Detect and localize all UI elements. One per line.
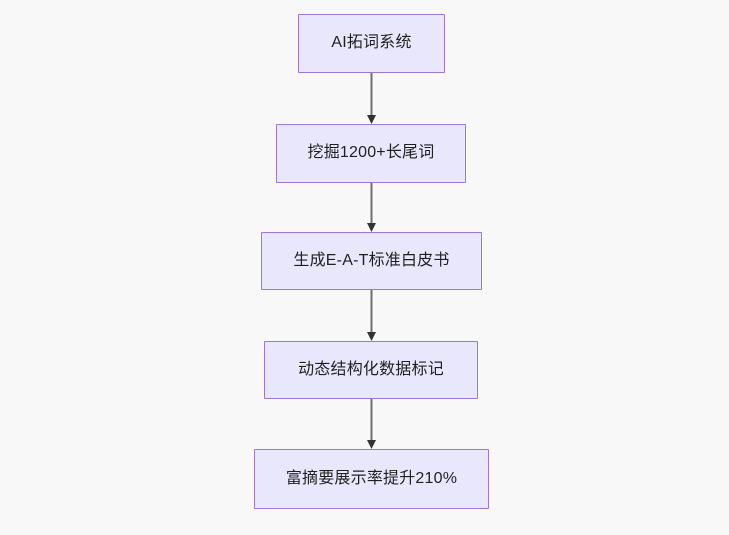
flow-node-longtail-mining[interactable]: 挖掘1200+长尾词 xyxy=(276,124,466,183)
flow-node-eat-whitepaper[interactable]: 生成E-A-T标准白皮书 xyxy=(261,232,482,290)
arrowhead-icon xyxy=(367,223,376,232)
flow-node-ai-keyword-system[interactable]: AI拓词系统 xyxy=(298,14,445,73)
edge-n2-n3 xyxy=(364,183,380,232)
flow-node-label: AI拓词系统 xyxy=(331,34,412,51)
flow-node-label: 富摘要展示率提升210% xyxy=(285,469,458,487)
arrowhead-icon xyxy=(367,332,376,341)
flow-node-rich-snippet-result[interactable]: 富摘要展示率提升210% xyxy=(254,449,489,509)
flow-node-label: 挖掘1200+长尾词 xyxy=(307,144,435,161)
edge-n3-n4 xyxy=(364,290,380,341)
edge-n4-n5 xyxy=(364,399,380,449)
arrowhead-icon xyxy=(367,440,376,449)
flow-node-label: 动态结构化数据标记 xyxy=(298,360,444,378)
edge-n1-n2 xyxy=(364,73,380,124)
flow-node-structured-data-markup[interactable]: 动态结构化数据标记 xyxy=(264,341,478,399)
flow-node-label: 生成E-A-T标准白皮书 xyxy=(293,251,450,269)
arrowhead-icon xyxy=(367,115,376,124)
